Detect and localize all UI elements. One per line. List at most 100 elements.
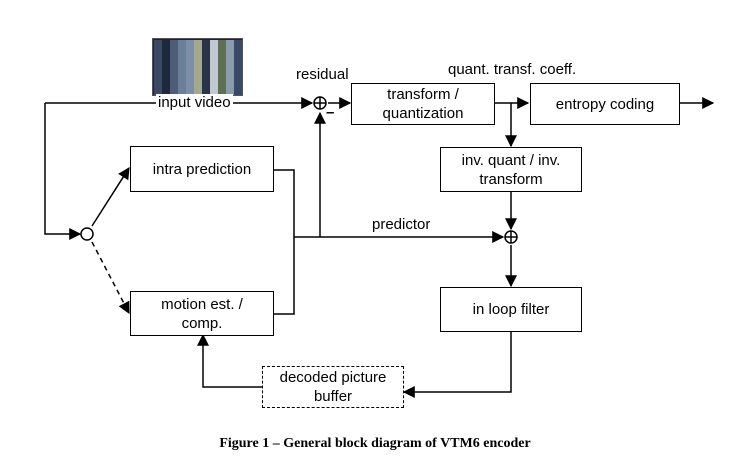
thumbnail-tile xyxy=(170,54,178,61)
thumbnail-tile xyxy=(178,54,186,61)
thumbnail-tile xyxy=(218,75,226,82)
thumbnail-tile xyxy=(178,47,186,54)
thumbnail-tile xyxy=(226,68,234,75)
thumbnail-tile xyxy=(154,61,162,68)
thumbnail-tile xyxy=(194,40,202,47)
thumbnail-tile xyxy=(194,68,202,75)
thumbnail-tile xyxy=(154,82,162,89)
thumbnail-tile xyxy=(186,47,194,54)
thumbnail-tile xyxy=(210,47,218,54)
inv-line-2: transform xyxy=(479,170,543,188)
thumbnail-tile xyxy=(202,82,210,89)
thumbnail-tile xyxy=(170,75,178,82)
entropy-line-1: entropy coding xyxy=(555,95,655,113)
thumbnail-tile xyxy=(226,82,234,89)
loop-line-1: in loop filter xyxy=(472,301,550,318)
thumbnail-tile xyxy=(154,54,162,61)
thumbnail-tile xyxy=(170,68,178,75)
prediction-switch xyxy=(80,227,94,241)
thumbnail-tile xyxy=(162,40,170,47)
thumbnail-tile xyxy=(154,89,162,95)
minus-sign: – xyxy=(326,104,335,121)
thumbnail-tile xyxy=(162,61,170,68)
thumbnail-tile xyxy=(234,82,242,89)
thumbnail-tile xyxy=(186,89,194,95)
transform-line-1: transform / xyxy=(387,86,459,103)
thumbnail-tile xyxy=(210,68,218,75)
thumbnail-tile xyxy=(234,47,242,54)
entropy-coding-block: entropy coding xyxy=(530,83,680,125)
thumbnail-tile xyxy=(194,89,202,95)
thumbnail-tile xyxy=(210,82,218,89)
thumbnail-tile xyxy=(186,54,194,61)
thumbnail-tile xyxy=(162,68,170,75)
decoded-picture-buffer-block: decoded picture buffer xyxy=(262,366,404,408)
predictor-label: predictor xyxy=(372,216,431,233)
thumbnail-tile xyxy=(202,40,210,47)
thumbnail-tile xyxy=(226,54,234,61)
figure-caption: Figure 1 – General block diagram of VTM6… xyxy=(219,436,531,451)
thumbnail-tile xyxy=(194,82,202,89)
thumbnail-tile xyxy=(162,47,170,54)
thumbnail-tile xyxy=(210,61,218,68)
thumbnail-tile xyxy=(218,47,226,54)
thumbnail-tile xyxy=(186,61,194,68)
line-input-left xyxy=(44,103,82,240)
thumbnail-tile xyxy=(234,40,242,47)
thumbnail-tile xyxy=(154,47,162,54)
thumbnail-tile xyxy=(178,82,186,89)
thumbnail-tile xyxy=(226,89,234,95)
thumbnail-tile xyxy=(210,40,218,47)
thumbnail-tile xyxy=(226,75,234,82)
thumbnail-tile xyxy=(202,89,210,95)
thumbnail-tile xyxy=(202,61,210,68)
arrow-loop-to-dpb xyxy=(402,332,512,398)
thumbnail-tile xyxy=(178,75,186,82)
thumbnail-tile xyxy=(202,75,210,82)
thumbnail-tile xyxy=(178,40,186,47)
line-motion-out xyxy=(274,237,295,315)
arrow-switch-to-intra xyxy=(91,166,130,227)
thumbnail-tile xyxy=(218,54,226,61)
thumbnail-tile xyxy=(162,54,170,61)
residual-label: residual xyxy=(296,66,349,83)
thumbnail-tile xyxy=(154,40,162,47)
thumbnail-tile xyxy=(234,75,242,82)
thumbnail-tile xyxy=(170,61,178,68)
thumbnail-tile xyxy=(186,68,194,75)
thumbnail-tile xyxy=(226,40,234,47)
intra-line-1: intra prediction xyxy=(152,160,252,178)
thumbnail-tile xyxy=(210,54,218,61)
quant-coeff-label: quant. transf. coeff. xyxy=(448,61,577,78)
transform-line-2: quantization xyxy=(382,105,464,122)
thumbnail-tile xyxy=(170,82,178,89)
thumbnail-tile xyxy=(162,75,170,82)
transform-quantization-block: transform / quantization xyxy=(351,83,495,125)
thumbnail-tile xyxy=(170,89,178,95)
thumbnail-tile xyxy=(226,47,234,54)
thumbnail-tile xyxy=(186,40,194,47)
thumbnail-tile xyxy=(194,61,202,68)
motion-line-2: comp. xyxy=(181,314,223,332)
dpb-line-2: buffer xyxy=(313,388,353,405)
thumbnail-tile xyxy=(218,89,226,95)
in-loop-filter-block: in loop filter xyxy=(440,287,582,332)
thumbnail-tile xyxy=(178,68,186,75)
thumbnail-tile xyxy=(218,68,226,75)
dpb-line-1: decoded picture xyxy=(279,369,387,386)
thumbnail-tile xyxy=(234,89,242,95)
thumbnail-tile xyxy=(194,54,202,61)
thumbnail-tile xyxy=(178,89,186,95)
arrow-dpb-to-motion xyxy=(197,333,262,388)
thumbnail-tile xyxy=(162,82,170,89)
intra-prediction-block: intra prediction xyxy=(130,146,274,192)
input-video-label: input video xyxy=(156,94,233,111)
thumbnail-tile xyxy=(170,47,178,54)
thumbnail-tile xyxy=(154,75,162,82)
thumbnail-tile xyxy=(218,40,226,47)
thumbnail-tile xyxy=(210,75,218,82)
motion-line-1: motion est. / xyxy=(161,295,243,313)
thumbnail-tile xyxy=(234,68,242,75)
thumbnail-tile xyxy=(194,47,202,54)
thumbnail-tile xyxy=(234,54,242,61)
